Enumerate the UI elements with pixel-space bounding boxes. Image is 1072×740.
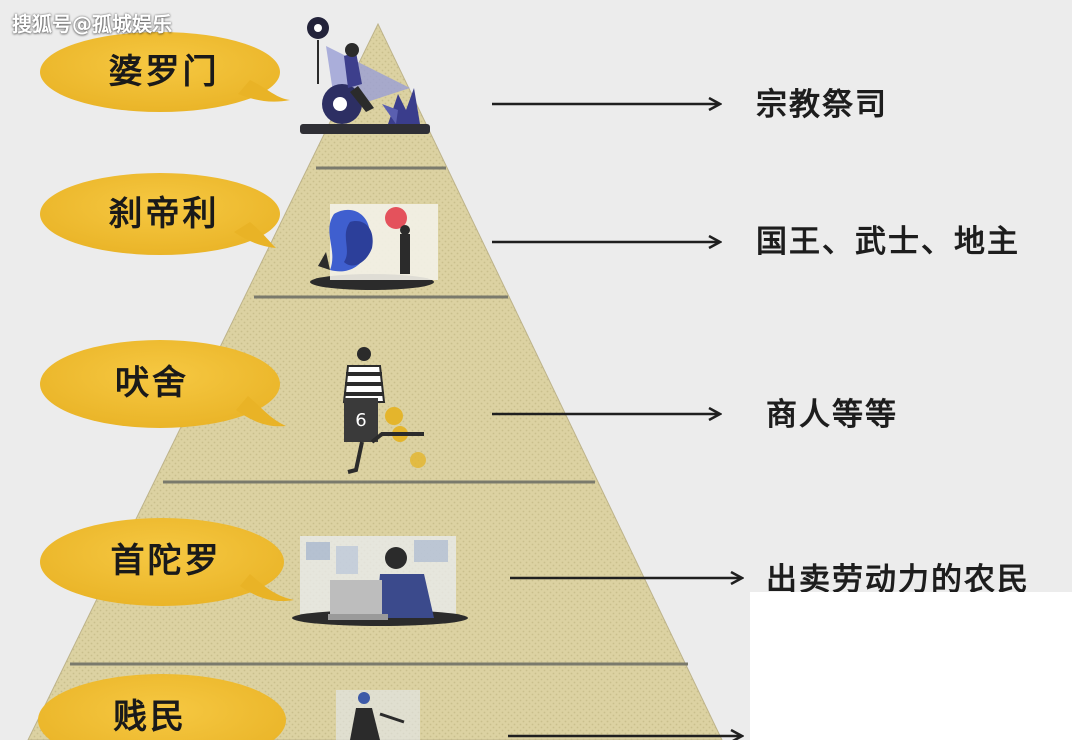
dalit-illustration	[336, 690, 420, 740]
kshatriya-illustration	[310, 204, 438, 290]
shudra-illustration	[292, 536, 468, 626]
description-kshatriya: 国王、武士、地主	[756, 224, 1020, 260]
caste-label-shudra: 首陀罗	[110, 541, 222, 581]
caste-label-dalit: 贱民	[113, 697, 187, 737]
description-brahmin: 宗教祭司	[756, 87, 888, 123]
caste-label-vaishya: 吠舍	[115, 363, 189, 403]
caste-label-brahmin: 婆罗门	[108, 52, 220, 92]
brahmin-illustration	[300, 17, 430, 134]
bubble-dalit	[38, 674, 286, 740]
cropped-white-area	[750, 592, 1072, 740]
watermark: 搜狐号@孤城娱乐	[12, 12, 172, 36]
caste-label-kshatriya: 刹帝利	[108, 194, 220, 234]
bubble-vaishya	[40, 340, 286, 428]
vaishya-illustration: 6	[342, 347, 426, 474]
bubble-brahmin	[40, 32, 290, 112]
bubble-shudra	[40, 518, 294, 606]
description-vaishya: 商人等等	[766, 397, 898, 433]
description-shudra: 出卖劳动力的农民	[766, 562, 1030, 598]
bubble-kshatriya	[40, 173, 280, 255]
vaishya-number: 6	[355, 410, 366, 431]
